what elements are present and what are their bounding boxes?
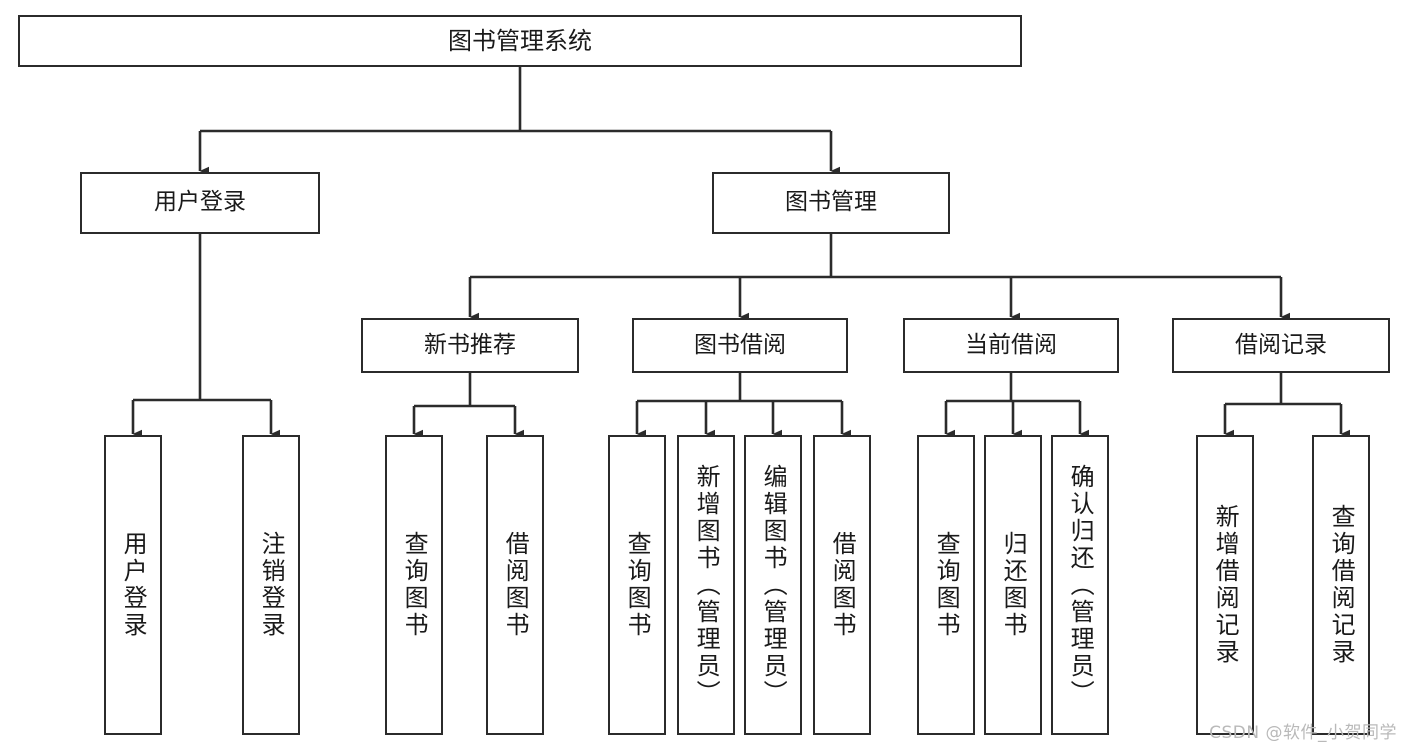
node-label: 用户登录 [154, 189, 246, 216]
node-label: 查询图书 [932, 531, 961, 639]
node-l3-4[interactable]: 借阅记录 [1172, 318, 1390, 373]
node-leaf-6[interactable]: 新增图书（管理员） [677, 435, 735, 735]
node-label: 用户登录 [119, 531, 148, 639]
node-label: 图书管理 [785, 189, 877, 216]
node-leaf-8[interactable]: 借阅图书 [813, 435, 871, 735]
node-label: 编辑图书（管理员） [759, 463, 788, 707]
node-label: 新增借阅记录 [1211, 504, 1240, 666]
node-label: 图书管理系统 [448, 26, 592, 55]
node-l3-1[interactable]: 新书推荐 [361, 318, 579, 373]
node-leaf-2[interactable]: 注销登录 [242, 435, 300, 735]
node-l2-1[interactable]: 用户登录 [80, 172, 320, 234]
watermark-text: CSDN @软件_小贺同学 [1209, 723, 1397, 743]
node-leaf-7[interactable]: 编辑图书（管理员） [744, 435, 802, 735]
node-label: 借阅图书 [828, 531, 857, 639]
node-l3-3[interactable]: 当前借阅 [903, 318, 1119, 373]
node-leaf-3[interactable]: 查询图书 [385, 435, 443, 735]
node-leaf-4[interactable]: 借阅图书 [486, 435, 544, 735]
node-leaf-9[interactable]: 查询图书 [917, 435, 975, 735]
node-label: 查询图书 [400, 531, 429, 639]
node-root[interactable]: 图书管理系统 [18, 15, 1022, 67]
node-leaf-1[interactable]: 用户登录 [104, 435, 162, 735]
node-label: 当前借阅 [965, 331, 1057, 358]
node-label: 新书推荐 [424, 331, 516, 358]
node-label: 确认归还（管理员） [1066, 463, 1095, 707]
node-label: 图书借阅 [694, 331, 786, 358]
node-leaf-12[interactable]: 新增借阅记录 [1196, 435, 1254, 735]
node-label: 查询图书 [623, 531, 652, 639]
node-l3-2[interactable]: 图书借阅 [632, 318, 848, 373]
node-leaf-10[interactable]: 归还图书 [984, 435, 1042, 735]
node-label: 查询借阅记录 [1327, 504, 1356, 666]
node-leaf-13[interactable]: 查询借阅记录 [1312, 435, 1370, 735]
node-label: 借阅记录 [1235, 331, 1327, 358]
node-label: 借阅图书 [501, 531, 530, 639]
connector-lines [131, 67, 1351, 439]
node-leaf-11[interactable]: 确认归还（管理员） [1051, 435, 1109, 735]
node-label: 新增图书（管理员） [692, 463, 721, 707]
node-label: 注销登录 [257, 531, 286, 639]
node-leaf-5[interactable]: 查询图书 [608, 435, 666, 735]
node-label: 归还图书 [999, 531, 1028, 639]
node-l2-2[interactable]: 图书管理 [712, 172, 950, 234]
